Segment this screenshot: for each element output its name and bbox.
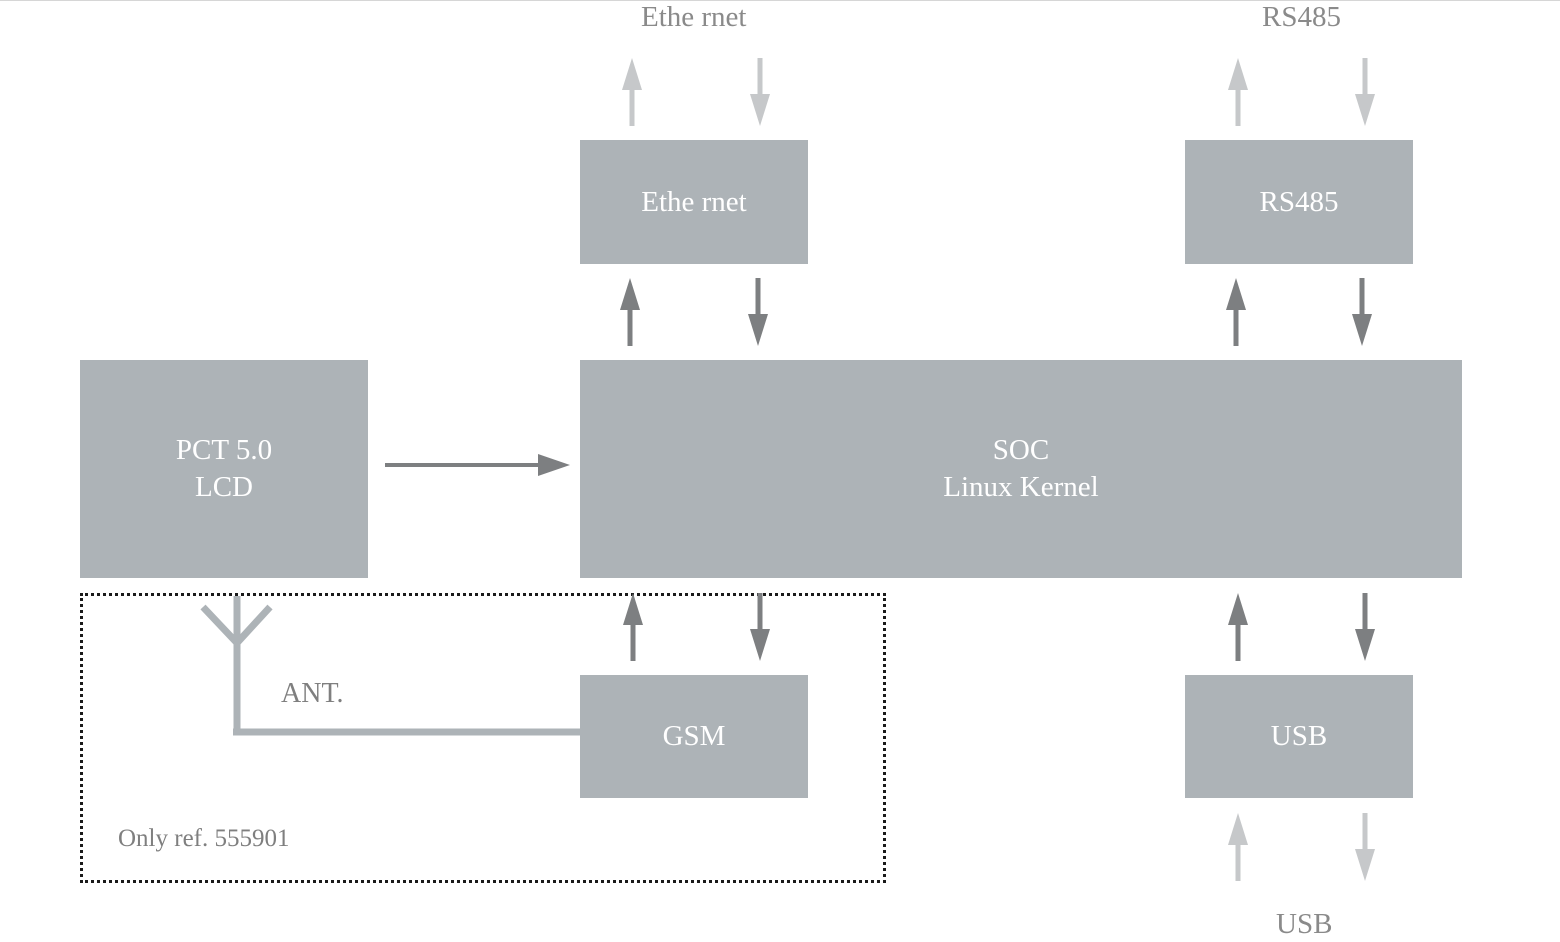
display-to-soc-arrow bbox=[385, 454, 570, 476]
ethernet-block: Ethe rnet bbox=[580, 140, 808, 264]
display-block-line2: LCD bbox=[195, 471, 253, 503]
usb-out-arrow bbox=[1355, 813, 1375, 881]
region-note: Only ref. 555901 bbox=[118, 825, 290, 852]
rs485-external-label: RS485 bbox=[1262, 1, 1341, 33]
rs485-in-arrow bbox=[1355, 58, 1375, 126]
optional-region-box bbox=[80, 593, 886, 883]
antenna-icon bbox=[200, 596, 580, 736]
display-block-line1: PCT 5.0 bbox=[175, 434, 273, 466]
rs485-out-arrow bbox=[1228, 58, 1248, 126]
soc-to-ethernet-arrow bbox=[620, 278, 640, 346]
top-divider bbox=[0, 0, 1560, 1]
soc-block: SOC Linux Kernel bbox=[580, 360, 1462, 578]
soc-block-line1: SOC bbox=[992, 434, 1050, 466]
soc-to-gsm-arrow bbox=[750, 593, 770, 661]
soc-to-rs485-arrow bbox=[1226, 278, 1246, 346]
rs485-block: RS485 bbox=[1185, 140, 1413, 264]
soc-to-usb-arrow bbox=[1355, 593, 1375, 661]
gsm-block-label: GSM bbox=[662, 720, 726, 752]
ethernet-in-arrow bbox=[750, 58, 770, 126]
usb-block-label: USB bbox=[1270, 720, 1328, 752]
ethernet-to-soc-arrow bbox=[748, 278, 768, 346]
display-block: PCT 5.0 LCD bbox=[80, 360, 368, 578]
ethernet-external-label: Ethe rnet bbox=[641, 1, 747, 33]
gsm-block: GSM bbox=[580, 675, 808, 798]
rs485-to-soc-arrow bbox=[1352, 278, 1372, 346]
ethernet-out-arrow bbox=[622, 58, 642, 126]
rs485-block-label: RS485 bbox=[1259, 185, 1339, 218]
antenna-label: ANT. bbox=[281, 678, 344, 709]
soc-block-line2: Linux Kernel bbox=[943, 471, 1099, 503]
ethernet-block-label: Ethe rnet bbox=[641, 185, 747, 218]
usb-to-soc-arrow bbox=[1228, 593, 1248, 661]
usb-external-label: USB bbox=[1276, 908, 1333, 940]
usb-in-arrow bbox=[1228, 813, 1248, 881]
usb-block: USB bbox=[1185, 675, 1413, 798]
gsm-to-soc-arrow bbox=[623, 593, 643, 661]
